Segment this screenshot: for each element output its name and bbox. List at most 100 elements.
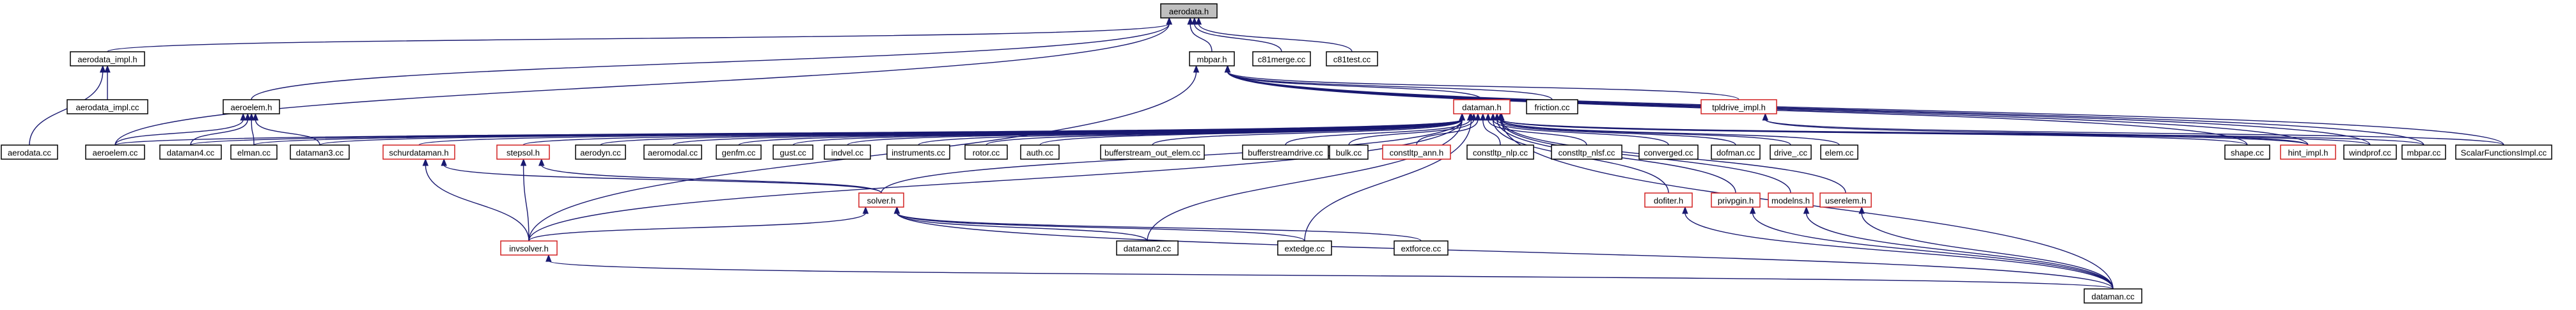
file-node-indvel-cc[interactable]: indvel.cc [824, 144, 871, 160]
edge-line [1500, 119, 1791, 146]
arrowhead-icon [1193, 65, 1200, 73]
file-node-mbpar-cc[interactable]: mbpar.cc [2401, 144, 2446, 160]
file-node-dataman-cc[interactable]: dataman.cc [2084, 288, 2142, 304]
file-node-elem-cc[interactable]: elem.cc [1820, 144, 1858, 160]
node-box [2343, 144, 2397, 160]
include-edge [1682, 206, 2114, 290]
include-edge [29, 65, 106, 146]
edge-line [522, 164, 530, 242]
node-box [85, 144, 145, 160]
node-label: genfm.cc [722, 148, 756, 158]
file-node-bufferstreamdrive-cc[interactable]: bufferstreamdrive.cc [1242, 144, 1329, 160]
file-node-c81merge-cc[interactable]: c81merge.cc [1252, 51, 1311, 66]
file-node-modelns-h[interactable]: modelns.h [1768, 192, 1814, 208]
file-node-genfm-cc[interactable]: genfm.cc [716, 144, 762, 160]
file-node-dofman-cc[interactable]: dofman.cc [1711, 144, 1761, 160]
include-edge [114, 112, 246, 146]
file-node-userelem-h[interactable]: userelem.h [1819, 192, 1872, 208]
node-box [223, 99, 280, 114]
arrowhead-icon [1459, 112, 1465, 121]
include-edge [893, 206, 2114, 290]
edge-line [1764, 119, 2504, 146]
file-node-scalarfunctionsimpl-cc[interactable]: ScalarFunctionsImpl.cc [2455, 144, 2552, 160]
node-box [1711, 192, 1761, 208]
file-node-privpgin-h[interactable]: privpgin.h [1711, 192, 1761, 208]
include-edge [1485, 112, 1587, 146]
file-node-windprof-cc[interactable]: windprof.cc [2343, 144, 2397, 160]
file-node-bufferstream-out-elem-cc[interactable]: bufferstream_out_elem.cc [1100, 144, 1205, 160]
node-label: constltp_nlsf.cc [1559, 148, 1615, 158]
file-node-auth-cc[interactable]: auth.cc [1020, 144, 1060, 160]
node-box [964, 144, 1008, 160]
file-node-aerodata-impl-h[interactable]: aerodata_impl.h [70, 51, 145, 66]
node-label: schurdataman.h [389, 148, 448, 158]
file-node-mbpar-h[interactable]: mbpar.h [1189, 51, 1235, 66]
node-label: extedge.cc [1285, 244, 1325, 254]
file-node-aerodyn-cc[interactable]: aerodyn.cc [575, 144, 626, 160]
edge-line [1482, 119, 1501, 146]
file-node-aerodata-impl-cc[interactable]: aerodata_impl.cc [67, 99, 148, 114]
file-node-aeroelem-h[interactable]: aeroelem.h [223, 99, 280, 114]
file-node-constltp-nlp-cc[interactable]: constltp_nlp.cc [1466, 144, 1534, 160]
include-edge [1187, 17, 1213, 52]
file-node-instruments-cc[interactable]: instruments.cc [886, 144, 950, 160]
include-edge [893, 206, 1422, 242]
file-node-dataman3-cc[interactable]: dataman3.cc [290, 144, 350, 160]
file-node-constltp-nlsf-cc[interactable]: constltp_nlsf.cc [1551, 144, 1622, 160]
arrowhead-icon [104, 65, 111, 73]
file-node-aerodata-cc[interactable]: aerodata.cc [1, 144, 58, 160]
include-edge [538, 158, 882, 194]
file-node-extedge-cc[interactable]: extedge.cc [1277, 240, 1332, 256]
node-box [575, 144, 626, 160]
node-label: aeromodal.cc [648, 148, 698, 158]
file-node-schurdataman-h[interactable]: schurdataman.h [382, 144, 455, 160]
include-edge [114, 17, 1172, 146]
file-node-tpldrive-impl-h[interactable]: tpldrive_impl.h [1700, 99, 1777, 114]
include-edge [251, 17, 1172, 100]
file-node-aeromodal-cc[interactable]: aeromodal.cc [643, 144, 702, 160]
node-label: dataman4.cc [167, 148, 215, 158]
include-edge [1749, 206, 2114, 290]
file-node-shape-cc[interactable]: shape.cc [2224, 144, 2270, 160]
file-node-dataman4-cc[interactable]: dataman4.cc [159, 144, 222, 160]
file-node-c81test-cc[interactable]: c81test.cc [1326, 51, 1378, 66]
include-edge [546, 254, 2114, 290]
file-node-stepsol-h[interactable]: stepsol.h [496, 144, 550, 160]
file-node-solver-h[interactable]: solver.h [858, 192, 904, 208]
include-edge [1858, 206, 2114, 290]
file-node-rotor-cc[interactable]: rotor.cc [964, 144, 1008, 160]
file-node-aeroelem-cc[interactable]: aeroelem.cc [85, 144, 145, 160]
arrowhead-icon [1468, 112, 1475, 121]
arrowhead-icon [1762, 112, 1769, 121]
file-node-bulk-cc[interactable]: bulk.cc [1329, 144, 1369, 160]
node-box [1020, 144, 1060, 160]
edge-line [443, 164, 882, 194]
file-node-hint-impl-h[interactable]: hint_impl.h [2280, 144, 2336, 160]
file-node-extforce-cc[interactable]: extforce.cc [1394, 240, 1449, 256]
file-node-converged-cc[interactable]: converged.cc [1638, 144, 1699, 160]
edge-line [1764, 119, 2309, 146]
edge-line [1861, 212, 2114, 290]
edge-line [251, 23, 1170, 100]
file-node-constltp-ann-h[interactable]: constltp_ann.h [1382, 144, 1451, 160]
edge-line [1348, 119, 1475, 146]
file-node-gust-cc[interactable]: gust.cc [773, 144, 813, 160]
file-node-dataman2-cc[interactable]: dataman2.cc [1116, 240, 1179, 256]
file-node-dataman-h[interactable]: dataman.h [1453, 99, 1511, 114]
node-label: constltp_nlp.cc [1473, 148, 1528, 158]
include-edge [107, 17, 1172, 52]
file-node-dofiter-h[interactable]: dofiter.h [1644, 192, 1693, 208]
edge-line [1501, 119, 1840, 146]
node-label: bufferstream_out_elem.cc [1104, 148, 1201, 158]
node-label: dofman.cc [1716, 148, 1755, 158]
edge-line [190, 119, 248, 146]
node-box [230, 144, 278, 160]
file-node-friction-cc[interactable]: friction.cc [1526, 99, 1578, 114]
node-box [1326, 51, 1378, 66]
arrowhead-icon [1682, 206, 1688, 214]
node-box [2224, 144, 2270, 160]
file-node-drive-cc[interactable]: drive_.cc [1770, 144, 1812, 160]
file-node-invsolver-h[interactable]: invsolver.h [500, 240, 558, 256]
file-node-elman-cc[interactable]: elman.cc [230, 144, 278, 160]
edge-line [1147, 119, 1463, 242]
